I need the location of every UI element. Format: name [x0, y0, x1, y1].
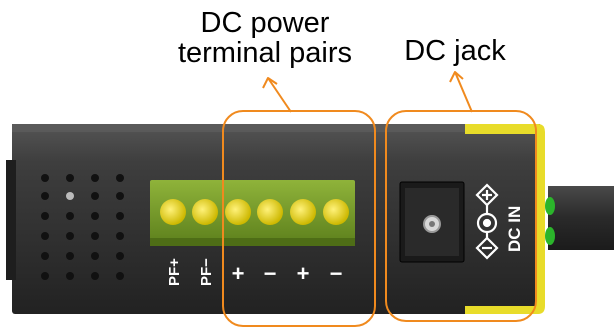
terminal-block [150, 180, 355, 246]
callout-arrows [262, 71, 473, 113]
terminal-label-pf-plus: PF+ [166, 258, 183, 286]
jack-arrow [454, 71, 473, 113]
chassis-top-edge [12, 124, 540, 132]
jack-arrowhead [449, 71, 464, 83]
terminal-block-shadow [150, 238, 355, 246]
terminals-callout-line2: terminal pairs [177, 37, 353, 69]
terminal-screw [290, 199, 316, 225]
terminal-screw [323, 199, 349, 225]
terminal-label-minus-2: − [330, 261, 343, 286]
terminals-arrow [267, 77, 292, 113]
jack-callout-text: DC jack [404, 35, 506, 67]
terminal-label-plus-2: + [297, 261, 310, 286]
terminals-callout-outline [222, 110, 376, 327]
polarity-icon [475, 183, 499, 260]
terminal-screw [257, 199, 283, 225]
led-lower [545, 227, 555, 245]
jack-callout-outline [385, 110, 537, 322]
dc-in-label: DC IN [505, 206, 524, 252]
terminal-screw [225, 199, 251, 225]
power-cable [548, 186, 614, 250]
chassis-left-tab [6, 160, 16, 280]
terminals-arrowhead [262, 77, 278, 89]
terminal-screw [192, 199, 218, 225]
terminal-label-plus-1: + [232, 261, 245, 286]
led-upper [545, 197, 555, 215]
terminal-screw [160, 199, 186, 225]
dc-jack-pin [429, 221, 435, 227]
terminal-screws [160, 199, 349, 225]
terminal-label-pf-minus: PF− [198, 258, 215, 286]
terminal-label-minus-1: − [264, 261, 277, 286]
terminals-callout-text: DC power terminal pairs [160, 8, 370, 68]
terminal-labels: PF+ PF− + − + − [166, 258, 342, 286]
terminals-callout-line1: DC power [200, 7, 330, 39]
vent-holes [41, 174, 124, 280]
